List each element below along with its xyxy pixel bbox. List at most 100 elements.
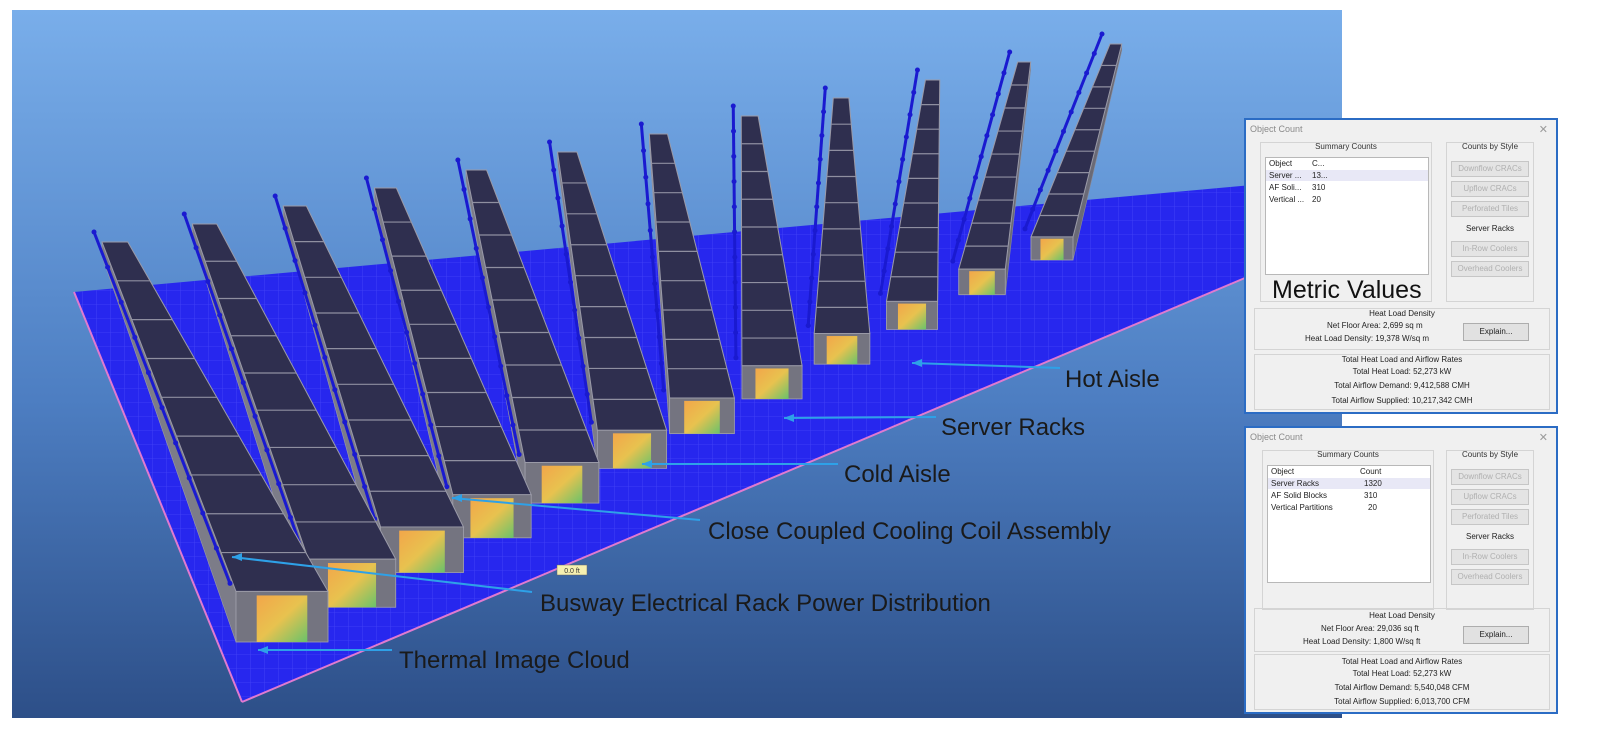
list-item[interactable]: Vertical Partitions 20	[1271, 503, 1377, 512]
busway-connector	[732, 229, 738, 235]
busway-connector	[498, 363, 504, 369]
overhead-coolers-button[interactable]: Overhead Coolers	[1451, 569, 1529, 585]
busway-connector	[227, 580, 233, 586]
rack-row	[363, 175, 532, 539]
busway-connector	[654, 307, 660, 313]
busway-connector	[516, 451, 522, 457]
busway-connector	[118, 299, 124, 305]
busway-connector	[567, 279, 573, 285]
busway-leader	[231, 556, 533, 593]
busway-connector	[252, 413, 258, 419]
in-row-coolers-button[interactable]: In-Row Coolers	[1451, 549, 1529, 565]
list-header[interactable]: Object C...	[1269, 159, 1325, 168]
close-icon[interactable]: ✕	[1538, 432, 1548, 444]
busway-connector	[322, 354, 328, 360]
rack-row	[91, 229, 329, 643]
busway-connector	[661, 387, 667, 393]
busway-connector	[656, 334, 662, 340]
list-item[interactable]: Server ... 13...	[1266, 170, 1428, 181]
busway-connector	[730, 103, 736, 109]
busway-connector	[733, 330, 739, 336]
heat-load-airflow-group: Total Heat Load and Airflow Rates Total …	[1254, 354, 1550, 410]
downflow-cracs-button[interactable]: Downflow CRACs	[1451, 161, 1529, 177]
busway-connector	[1084, 70, 1090, 76]
list-item[interactable]: AF Soli... 310	[1269, 183, 1326, 192]
in-row-coolers-button[interactable]: In-Row Coolers	[1451, 241, 1529, 257]
busway-connector	[467, 216, 473, 222]
server-racks-button[interactable]: Server Racks	[1451, 529, 1529, 545]
busway-connector	[1030, 206, 1036, 212]
busway-connector	[967, 195, 973, 201]
rack-row	[272, 193, 465, 573]
list-item[interactable]: Server Racks 1320	[1268, 478, 1430, 489]
summary-counts-group: Summary Counts Object C... Server ... 13…	[1260, 142, 1432, 302]
busway-connector	[990, 112, 996, 118]
scale-tag: 0.0 ft	[556, 564, 588, 576]
explain-button[interactable]: Explain...	[1463, 626, 1529, 644]
busway-connector	[1076, 89, 1082, 95]
busway-connector	[649, 254, 655, 260]
overhead-coolers-button[interactable]: Overhead Coolers	[1451, 261, 1529, 277]
busway-connector	[420, 391, 426, 397]
list-header[interactable]: Object Count	[1271, 467, 1382, 476]
counts-by-style-title: Counts by Style	[1461, 142, 1519, 151]
busway-connector	[1037, 187, 1043, 193]
downflow-cracs-button[interactable]: Downflow CRACs	[1451, 469, 1529, 485]
busway-connector	[404, 329, 410, 335]
busway-connector	[302, 290, 308, 296]
busway-connector	[580, 363, 586, 369]
summary-counts-list[interactable]: Object Count Server Racks 1320 AF Solid …	[1267, 465, 1431, 583]
busway-connector	[807, 299, 813, 305]
busway-connector	[282, 225, 288, 231]
rack-row	[877, 67, 941, 330]
busway-connector	[272, 193, 278, 199]
busway-connector	[173, 440, 179, 446]
counts-by-style-group: Counts by Style Downflow CRACs Upflow CR…	[1446, 142, 1534, 302]
busway-connector	[264, 447, 270, 453]
busway-connector	[961, 216, 967, 222]
hot-aisle-leader	[911, 362, 1061, 369]
busway-connector	[461, 186, 467, 192]
busway-connector	[240, 380, 246, 386]
rack-row	[805, 85, 871, 365]
summary-counts-list[interactable]: Object C... Server ... 13... AF Soli... …	[1265, 157, 1429, 275]
busway-connector	[641, 148, 647, 154]
total-airflow-supplied: Total Airflow Supplied: 6,013,700 CFM	[1334, 697, 1470, 706]
list-item[interactable]: AF Solid Blocks 310	[1271, 491, 1378, 500]
data-center-3d-view[interactable]: 0.0 ft	[12, 10, 1342, 718]
cold-aisle-leader-arrow	[642, 460, 652, 468]
explain-button[interactable]: Explain...	[1463, 323, 1529, 341]
perforated-tiles-button[interactable]: Perforated Tiles	[1451, 509, 1529, 525]
list-item[interactable]: Vertical ... 20	[1269, 195, 1321, 204]
busway-connector	[396, 298, 402, 304]
busway-connector	[973, 174, 979, 180]
busway-connector	[647, 227, 653, 233]
busway-connector	[352, 451, 358, 457]
label-cooling-coil: Close Coupled Cooling Coil Assembly	[708, 518, 1111, 545]
busway-connector	[995, 91, 1001, 97]
label-cold-aisle: Cold Aisle	[844, 461, 951, 488]
upflow-cracs-button[interactable]: Upflow CRACs	[1451, 489, 1529, 505]
busway-connector	[1053, 148, 1059, 154]
busway-connector	[821, 109, 827, 115]
busway-connector	[810, 251, 816, 257]
server-racks-button[interactable]: Server Racks	[1451, 221, 1529, 237]
busway-connector	[911, 89, 917, 95]
total-heat-load: Total Heat Load: 52,273 kW	[1352, 669, 1452, 678]
summary-counts-group: Summary Counts Object Count Server Racks…	[1262, 450, 1434, 610]
upflow-cracs-button[interactable]: Upflow CRACs	[1451, 181, 1529, 197]
total-heat-load: Total Heat Load: 52,273 kW	[1352, 367, 1452, 376]
counts-by-style-title: Counts by Style	[1461, 450, 1519, 459]
hot-aisle-thermal	[897, 303, 927, 330]
perforated-tiles-button[interactable]: Perforated Tiles	[1451, 201, 1529, 217]
busway-connector	[217, 312, 223, 318]
busway-connector	[555, 195, 561, 201]
busway-connector	[379, 237, 385, 243]
busway-connector	[1045, 167, 1051, 173]
busway-connector	[388, 268, 394, 274]
close-icon[interactable]: ✕	[1538, 124, 1548, 136]
busway-connector	[978, 154, 984, 160]
busway-connector	[159, 405, 165, 411]
rack-row	[455, 157, 600, 504]
busway-connector	[181, 211, 187, 217]
